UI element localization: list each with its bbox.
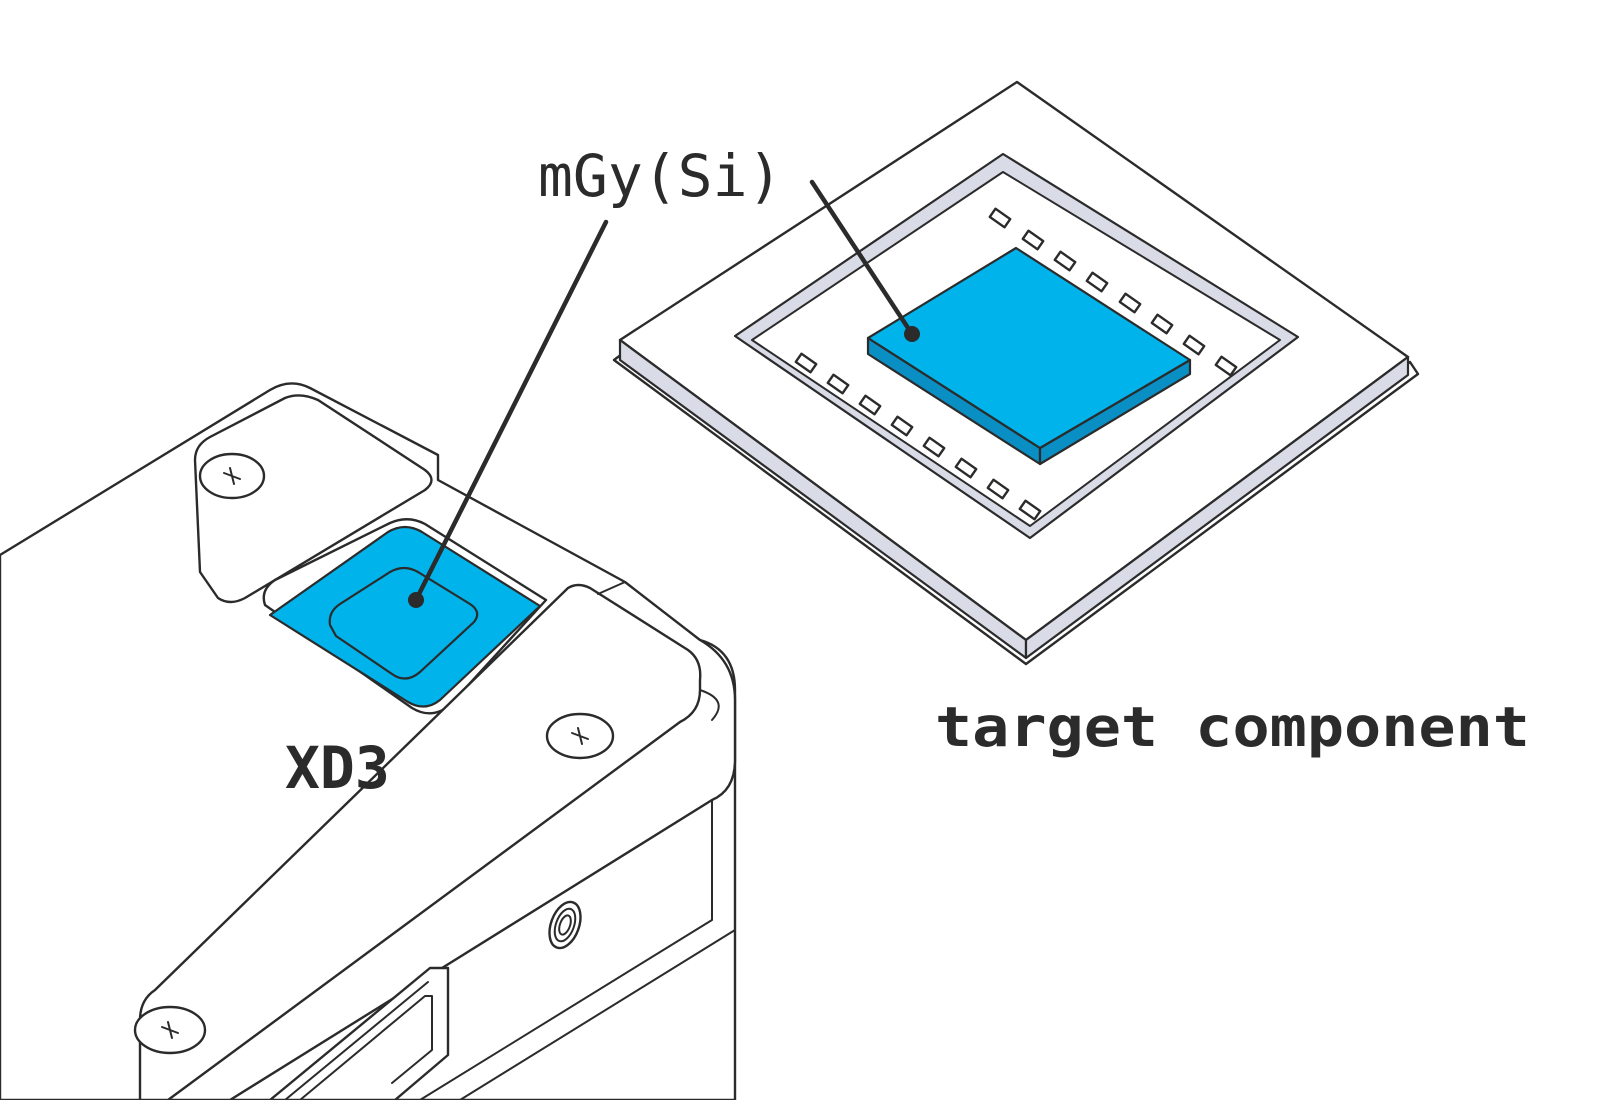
screw-cross-icon	[223, 467, 241, 485]
xd3-lower-plate-step	[597, 581, 720, 721]
device-label: XD3	[285, 734, 390, 802]
pad	[1214, 355, 1238, 377]
target-component	[612, 80, 1420, 666]
leader-line-chip	[809, 179, 915, 337]
screw-cross-icon	[571, 727, 589, 745]
leader-dot-chip	[904, 326, 920, 342]
leader-dot-xd3	[408, 592, 424, 608]
pad	[922, 436, 946, 458]
port-outer	[548, 900, 582, 950]
chip-substrate-side-right	[1024, 355, 1410, 660]
pad	[1085, 271, 1109, 293]
pad	[858, 394, 882, 416]
port-mid	[553, 907, 577, 943]
port-inner	[558, 914, 572, 936]
pad	[1182, 334, 1206, 356]
unit-label: mGy(Si)	[538, 142, 782, 210]
chip-pads-lower	[794, 352, 1042, 521]
screw-right	[545, 712, 615, 760]
chip-pads-upper	[988, 207, 1238, 377]
slot-line	[284, 981, 429, 1100]
chip-die	[866, 246, 1192, 466]
slot-inner	[299, 995, 433, 1100]
leader-line-xd3	[413, 219, 609, 603]
xd3-top-face	[0, 382, 737, 1100]
pad	[1150, 313, 1174, 335]
xd3-front-edge	[459, 759, 736, 1100]
xd3-connector-slot	[268, 966, 450, 1100]
pad	[1053, 250, 1077, 272]
pad	[1018, 499, 1042, 521]
pad	[988, 207, 1012, 229]
screw-bottom	[133, 1005, 207, 1055]
screw-top	[198, 452, 266, 500]
pad	[954, 457, 978, 479]
pad	[826, 373, 850, 395]
xd3-front-face	[419, 799, 713, 1100]
screw-cross-icon	[161, 1021, 179, 1039]
pad	[794, 352, 818, 374]
die-top	[866, 246, 1192, 450]
pad	[890, 415, 914, 437]
target-label: target component	[935, 695, 1530, 759]
xd3-sensor-inner	[328, 566, 479, 680]
pad	[1021, 229, 1045, 251]
pad	[986, 478, 1010, 500]
xd3-sensor-blue	[268, 525, 542, 708]
xd3-side-port	[548, 900, 582, 950]
pad	[1118, 292, 1142, 314]
xd3-device	[0, 382, 737, 1100]
xd3-cover-plate-upper	[193, 394, 433, 604]
